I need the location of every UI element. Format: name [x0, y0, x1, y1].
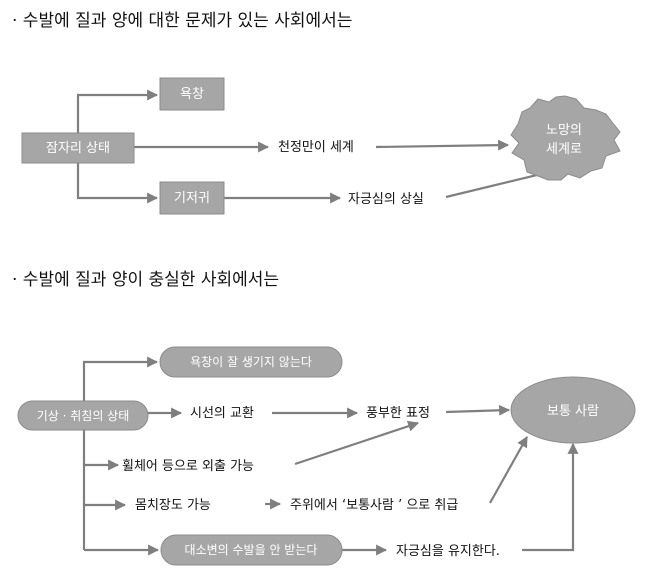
box-diaper: 기저귀	[159, 181, 225, 215]
arrow-wheelchair-to-expression	[294, 420, 420, 466]
pill-no-bedsore: 욕창이 잘 생기지 않는다	[159, 346, 343, 378]
label-gaze-exchange: 시선의 교환	[190, 406, 254, 421]
arrow-expression-to-normal	[445, 404, 511, 416]
section2-heading: · 수발에 질과 양이 충실한 사회에서는	[12, 270, 279, 290]
arrow-to-diaper	[76, 163, 159, 204]
source-pill-rising-sleeping: 기상 · 취침의 상태	[17, 400, 149, 431]
arrow-treated-to-normal	[489, 436, 528, 504]
arrow-to-bedsore	[76, 89, 159, 133]
pill-no-bedsore-label: 욕창이 잘 생기지 않는다	[190, 355, 312, 369]
dementia-label-line2: 세계로	[546, 142, 582, 157]
pill-toilet-label: 대소변의 수발을 안 받는다	[185, 543, 318, 557]
pill-toilet-independence: 대소변의 수발을 안 받는다	[160, 534, 343, 566]
section2-connectors	[82, 356, 579, 556]
arrow-to-nobedsore	[82, 356, 159, 401]
dementia-label-line1: 노망의	[546, 123, 582, 138]
box-diaper-label: 기저귀	[174, 191, 210, 206]
source-box-bed-state-label: 잠자리 상태	[46, 141, 110, 156]
source-pill-label: 기상 · 취침의 상태	[37, 409, 130, 423]
label-loss-of-pride: 자긍심의 상실	[348, 192, 424, 207]
label-ceiling-world: 천정만이 세계	[278, 140, 354, 155]
section1-connectors	[76, 89, 564, 204]
normal-person-ellipse: 보통 사람	[510, 376, 636, 444]
source-box-bed-state: 잠자리 상태	[21, 132, 135, 164]
box-bedsore: 욕창	[159, 77, 225, 111]
normal-person-label: 보통 사람	[547, 404, 599, 419]
dementia-starburst: 노망의 세계로	[510, 95, 621, 181]
arrow-ceiling-to-dementia	[375, 139, 510, 151]
box-bedsore-label: 욕창	[180, 87, 204, 102]
arrow-selfesteem-to-normal	[522, 442, 579, 552]
label-keep-self-esteem: 자긍심을 유지한다.	[396, 544, 500, 559]
section1-heading: · 수발에 질과 양에 대한 문제가 있는 사회에서는	[12, 11, 352, 31]
label-rich-expression: 풍부한 표정	[366, 406, 430, 421]
label-treated-normal: 주위에서 ‘보통사람 ’ 으로 취급	[290, 498, 458, 513]
label-grooming: 몸치장도 가능	[135, 498, 211, 513]
label-wheelchair-outing: 휠체어 등으로 외출 가능	[122, 459, 254, 474]
